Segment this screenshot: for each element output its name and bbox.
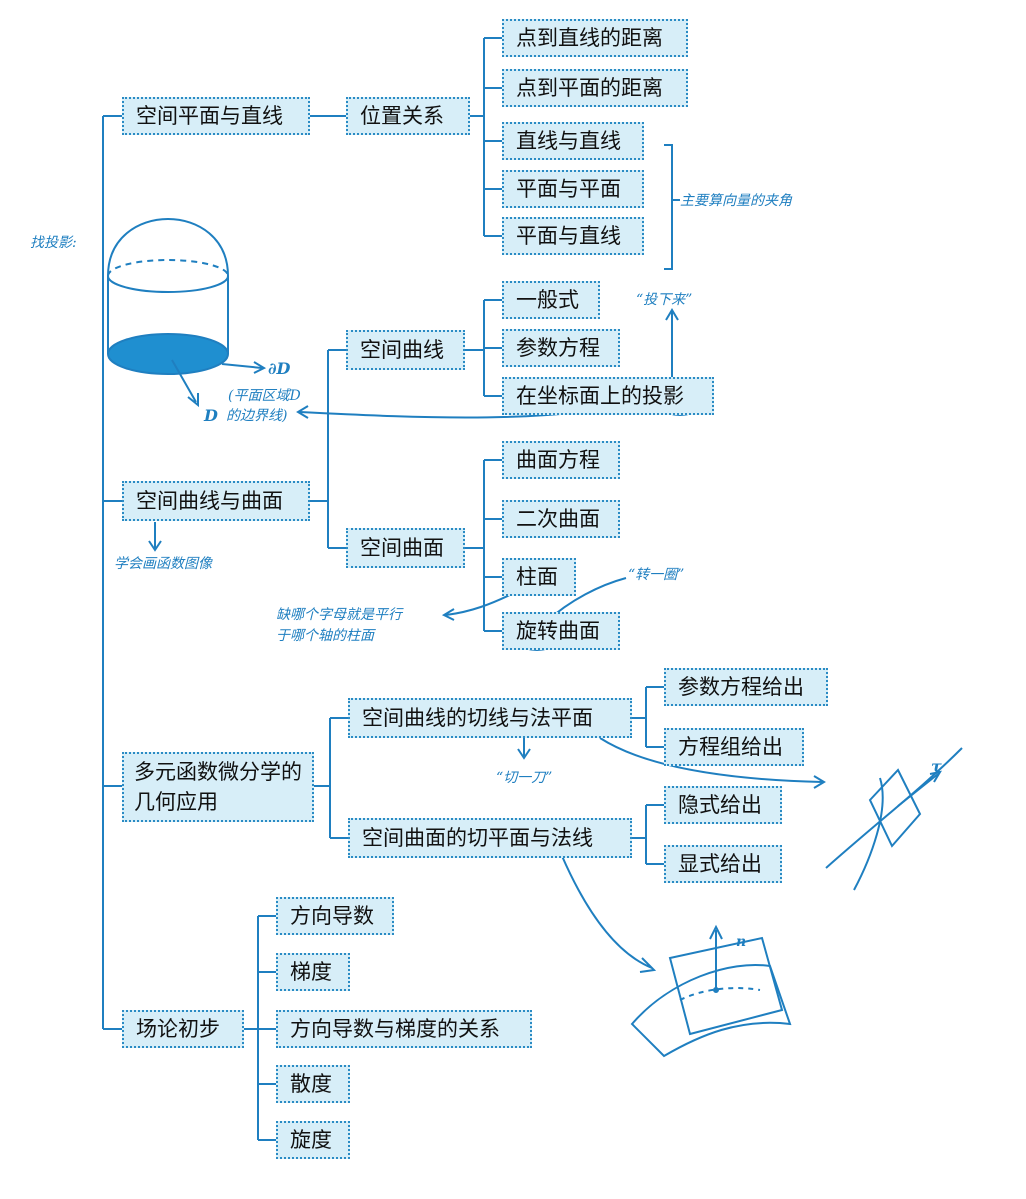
bracket-field-children — [244, 915, 276, 1141]
node-multivar-geometry: 多元函数微分学的几何应用 — [122, 752, 314, 822]
dome-cylinder-figure — [107, 218, 267, 408]
bracket-space-curve-children — [465, 299, 502, 397]
note-main-angle: 主要算向量的夹角 — [680, 193, 792, 209]
node-point-line-distance: 点到直线的距离 — [502, 19, 688, 57]
node-revolution-surface: 旋转曲面 — [502, 612, 620, 650]
node-line-line: 直线与直线 — [502, 122, 644, 160]
node-parametric-eq: 参数方程 — [502, 329, 620, 367]
arrow-boundary — [221, 361, 267, 374]
node-position-relation: 位置关系 — [346, 97, 470, 135]
note-region-label: D — [204, 406, 218, 425]
angle-brace — [664, 144, 680, 270]
note-boundary-desc-1: (平面区域D — [228, 388, 301, 404]
arrow-drop-down — [665, 308, 679, 381]
note-boundary-desc-2: 的边界线) — [226, 408, 288, 424]
arrow-region — [171, 359, 199, 408]
node-projection: 在坐标面上的投影 — [502, 377, 714, 415]
note-n: n — [736, 934, 747, 950]
node-plane-plane: 平面与平面 — [502, 170, 644, 208]
note-boundary-symbol: ∂D — [268, 359, 291, 378]
note-cut-once: “切一刀” — [496, 770, 553, 786]
node-curve-tangent-normal-plane: 空间曲线的切线与法平面 — [348, 698, 632, 738]
note-missing-letter-1: 缺哪个字母就是平行 — [276, 607, 402, 623]
bracket-surface-tangent-children — [632, 804, 664, 865]
node-general-form: 一般式 — [502, 281, 600, 319]
bracket-curve-tangent-children — [632, 686, 664, 748]
note-learn-graphs: 学会画函数图像 — [114, 556, 212, 572]
bracket-position-children — [470, 37, 502, 237]
node-dd-gradient-relation: 方向导数与梯度的关系 — [276, 1010, 532, 1048]
node-divergence: 散度 — [276, 1065, 350, 1103]
node-curl: 旋度 — [276, 1121, 350, 1159]
node-field-theory: 场论初步 — [122, 1010, 244, 1048]
node-gradient: 梯度 — [276, 953, 350, 991]
node-surface-eq: 曲面方程 — [502, 441, 620, 479]
note-tau: τ — [931, 757, 942, 776]
node-explicit-given: 显式给出 — [664, 845, 782, 883]
note-turn-around: “转一圈” — [628, 567, 685, 583]
bracket-multivar-children — [314, 717, 348, 839]
arrow-cut-once — [517, 738, 531, 760]
node-implicit-given: 隐式给出 — [664, 786, 782, 824]
node-space-surface: 空间曲面 — [346, 528, 465, 568]
node-point-plane-distance: 点到平面的距离 — [502, 69, 688, 107]
node-given-by-system: 方程组给出 — [664, 728, 804, 766]
arrow-to-tau-figure — [599, 737, 826, 789]
tangent-plane-figure — [630, 924, 792, 1058]
tangent-line-figure — [825, 747, 963, 891]
arrow-to-surface-figure — [561, 855, 657, 973]
arrow-learn-graphs — [148, 522, 162, 552]
node-surface-tangent-plane-normal: 空间曲面的切平面与法线 — [348, 818, 632, 858]
note-find-projection: 找投影: — [30, 235, 77, 251]
node-space-curve: 空间曲线 — [346, 330, 465, 370]
node-cylinder-surface: 柱面 — [502, 558, 576, 596]
note-drop-down: “投下来” — [636, 292, 693, 308]
node-plane-line: 平面与直线 — [502, 217, 644, 255]
node-given-by-parametric: 参数方程给出 — [664, 668, 828, 706]
node-space-curve-surface: 空间曲线与曲面 — [122, 481, 310, 521]
node-quadric-surface: 二次曲面 — [502, 500, 620, 538]
bracket-space-surface-children — [465, 459, 502, 632]
note-missing-letter-2: 于哪个轴的柱面 — [276, 628, 374, 644]
node-directional-derivative: 方向导数 — [276, 897, 394, 935]
bracket-curve-surface-children — [310, 349, 346, 549]
node-space-plane-line: 空间平面与直线 — [122, 97, 310, 135]
